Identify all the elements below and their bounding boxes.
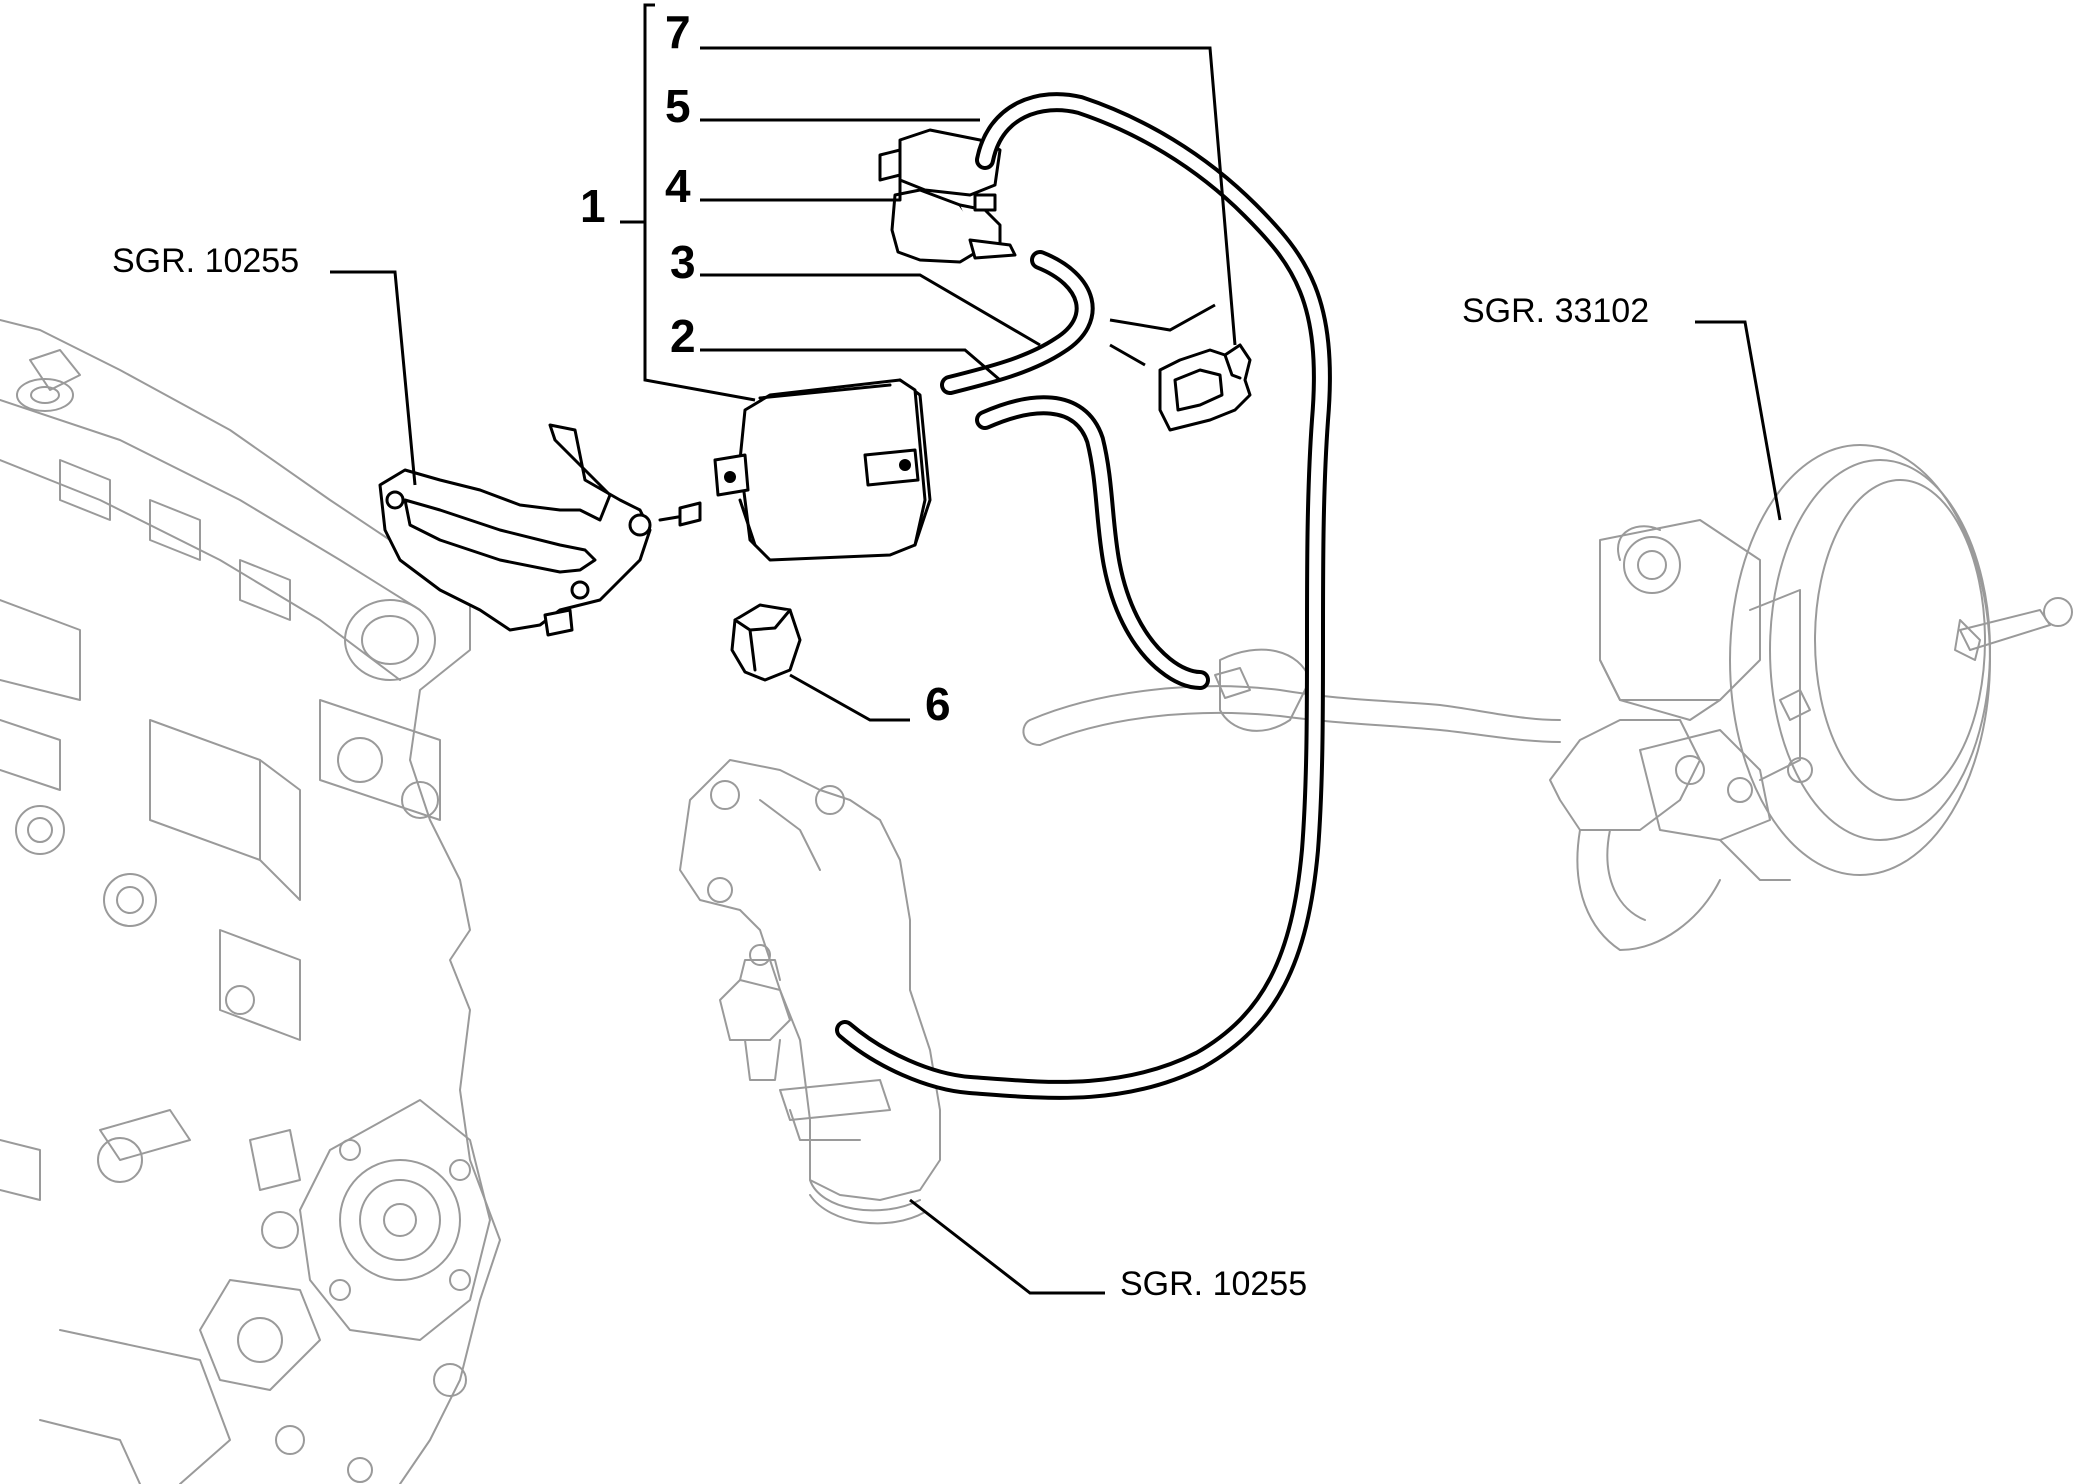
hose-connector bbox=[1214, 667, 1251, 699]
part-2-vacuum-reservoir bbox=[713, 378, 932, 562]
callout-3: 3 bbox=[670, 236, 696, 288]
callout-6: 6 bbox=[925, 678, 951, 730]
part-4-solenoid-valve bbox=[878, 128, 1017, 264]
callout-4: 4 bbox=[665, 160, 691, 212]
brake-servo-assembly bbox=[1022, 444, 2073, 951]
part-6-nut bbox=[730, 603, 802, 682]
reference-labels: SGR. 10255 SGR. 33102 SGR. 10255 bbox=[112, 242, 1649, 1303]
callout-numbers: 7 5 1 4 3 2 6 bbox=[580, 6, 951, 730]
part-7-clip bbox=[1158, 343, 1252, 432]
engine-block bbox=[0, 319, 501, 1484]
ref-label-bottom: SGR. 10255 bbox=[1120, 1265, 1307, 1303]
callout-1: 1 bbox=[580, 180, 606, 232]
leader-lines bbox=[330, 3, 1782, 1295]
callout-7: 7 bbox=[665, 6, 691, 58]
ref-label-right: SGR. 33102 bbox=[1462, 292, 1649, 330]
ref-label-left-top: SGR. 10255 bbox=[112, 242, 299, 280]
intake-manifold bbox=[679, 759, 941, 1225]
hoses bbox=[835, 92, 1332, 1100]
callout-5: 5 bbox=[665, 80, 691, 132]
mounting-bracket bbox=[378, 423, 702, 637]
callout-2: 2 bbox=[670, 310, 696, 362]
